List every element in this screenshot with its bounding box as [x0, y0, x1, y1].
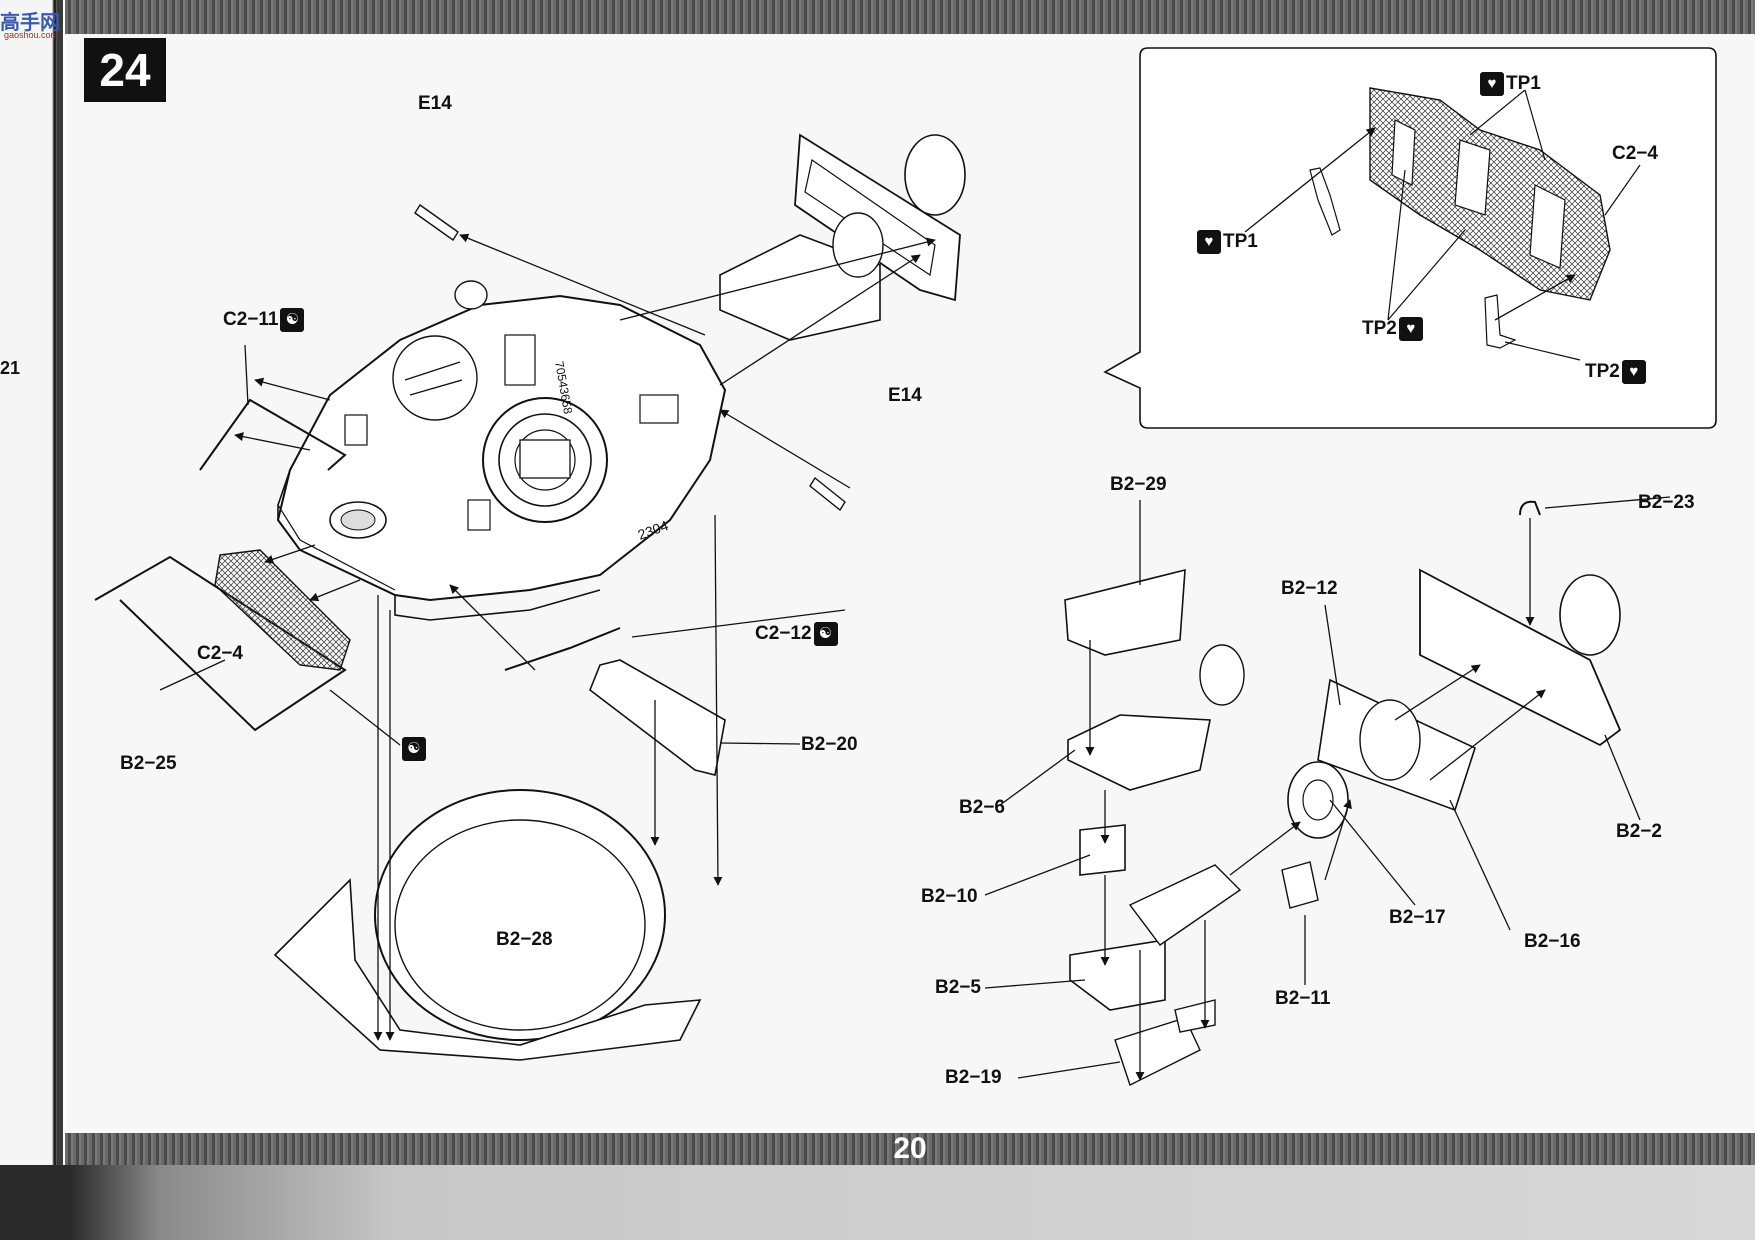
turret-ring-b2-28 [273, 789, 702, 1061]
label-tp2-right: TP2♥ [1585, 360, 1648, 384]
label-b2-28: B2−28 [496, 929, 553, 950]
broken-heart-icon: ♥ [1398, 317, 1423, 341]
label-c2-12: C2−12☯ [755, 622, 840, 646]
top-wood-bar [65, 0, 1755, 34]
bottom-wood-bar [65, 1133, 1755, 1165]
yin-yang-icon: ☯ [813, 622, 838, 646]
label-b2-23: B2−23 [1638, 492, 1695, 513]
cement-icon-label: ☯ [400, 737, 428, 761]
bustle-box-upper [719, 133, 966, 341]
page-number: 20 [893, 1132, 927, 1165]
label-b2-6: B2−6 [959, 797, 1005, 818]
rail-c2-12 [504, 627, 621, 671]
label-e14-top: E14 [418, 93, 452, 114]
part-e14-right [809, 476, 846, 512]
label-b2-17: B2−17 [1389, 907, 1446, 928]
part-e14-top [414, 203, 459, 242]
label-b2-5: B2−5 [935, 977, 981, 998]
broken-heart-icon: ♥ [1480, 72, 1504, 96]
label-b2-10: B2−10 [921, 886, 978, 907]
label-c2-4: C2−4 [197, 643, 243, 664]
label-b2-20: B2−20 [801, 734, 858, 755]
yin-yang-icon: ☯ [402, 737, 426, 761]
detail-inset [1103, 47, 1717, 429]
broken-heart-icon: ♥ [1197, 230, 1221, 254]
label-b2-29: B2−29 [1110, 474, 1167, 495]
label-b2-11: B2−11 [1275, 988, 1331, 1009]
book-spine [0, 0, 66, 1165]
page-shadow [0, 1165, 1755, 1240]
yin-yang-icon: ☯ [280, 308, 305, 332]
site-logo: 高手网 [0, 12, 60, 34]
label-c2-4-inset: C2−4 [1612, 143, 1658, 164]
label-e14-right: E14 [888, 385, 922, 406]
label-b2-19: B2−19 [945, 1067, 1002, 1088]
part-b2-20 [589, 659, 726, 776]
turret-roof: 2304 70543658 [276, 280, 727, 621]
rail-c2-11 [199, 398, 347, 471]
prev-page-number: 21 [0, 358, 21, 378]
site-logo-sub: gaoshou.com [4, 30, 59, 40]
stowage-net-c2-4 [214, 549, 351, 671]
label-b2-12: B2−12 [1281, 578, 1338, 599]
label-b2-2: B2−2 [1616, 821, 1662, 842]
label-b2-25: B2−25 [120, 753, 177, 774]
label-c2-11: C2−11☯ [223, 308, 306, 332]
step-number: 24 [84, 38, 166, 102]
broken-heart-icon: ♥ [1621, 360, 1646, 384]
label-tp1-top: ♥TP1 [1478, 72, 1541, 96]
label-b2-16: B2−16 [1524, 931, 1581, 952]
label-tp1-left: ♥TP1 [1195, 230, 1258, 254]
rail-b2-25 [94, 555, 347, 732]
gun-mantlet-assembly [1064, 500, 1622, 1086]
spine-shadow [57, 0, 63, 1165]
label-tp2-left: TP2♥ [1362, 317, 1425, 341]
